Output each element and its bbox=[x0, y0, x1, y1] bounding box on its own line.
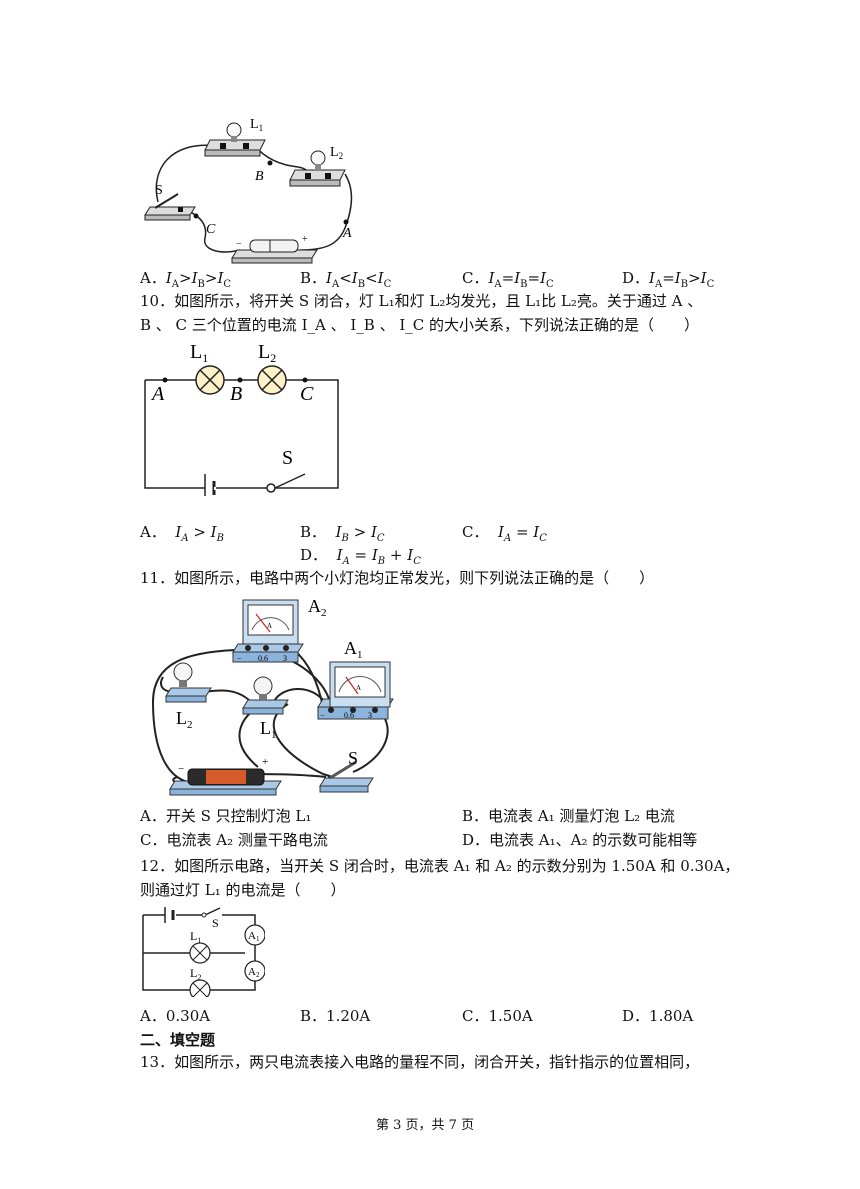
q9-label-s: S bbox=[155, 183, 163, 198]
q11-option-d[interactable]: D．电流表 A₁、A₂ 的示数可能相等 bbox=[462, 831, 698, 849]
q10-option-c[interactable]: C． IA = IC bbox=[462, 523, 547, 544]
q11-label-l2: L2 bbox=[176, 708, 193, 731]
q12-label-l1: L1 bbox=[190, 929, 201, 945]
q10-circuit-figure: L1 L2 A B C S bbox=[144, 341, 339, 496]
q12-label-s: S bbox=[212, 916, 219, 930]
q11-stem-line1: 11．如图所示，电路中两个小灯泡均正常发光，则下列说法正确的是（ ） bbox=[140, 569, 655, 587]
q12-stem-line2: 则通过灯 L₁ 的电流是（ ） bbox=[140, 881, 346, 899]
q9-label-b: B bbox=[255, 169, 264, 184]
q11-option-b[interactable]: B．电流表 A₁ 测量灯泡 L₂ 电流 bbox=[462, 807, 675, 825]
q10-option-b[interactable]: B． IB > IC bbox=[300, 523, 385, 544]
q10-label-c: C bbox=[300, 383, 314, 405]
q10-option-d[interactable]: D． IA = IB + IC bbox=[300, 546, 421, 567]
q11-circuit-figure: A − 0.6 3 A2 A − 0.6 3 A1 L2 L1 − + S bbox=[151, 596, 394, 796]
q11-a1-neg: − bbox=[320, 711, 325, 720]
q12-label-a2: A2 bbox=[248, 966, 260, 979]
q10-label-l1: L1 bbox=[190, 341, 208, 365]
q11-a2-dial-letter: A bbox=[267, 622, 272, 630]
q13-stem-line1: 13．如图所示，两只电流表接入电路的量程不同，闭合开关，指针指示的位置相同， bbox=[140, 1053, 700, 1071]
q11-a2-scale2: 3 bbox=[283, 654, 287, 663]
q10-label-l2: L2 bbox=[258, 341, 276, 365]
q9-option-a[interactable]: A．IA>IB>IC bbox=[140, 269, 232, 290]
q9-label-a: A bbox=[342, 226, 352, 241]
q11-option-c[interactable]: C．电流表 A₂ 测量干路电流 bbox=[140, 831, 328, 849]
q12-label-a1: A1 bbox=[248, 930, 260, 943]
q9-option-d[interactable]: D．IA=IB>IC bbox=[622, 269, 715, 290]
q11-option-a[interactable]: A．开关 S 只控制灯泡 L₁ bbox=[140, 807, 312, 825]
q9-label-l2: L2 bbox=[330, 145, 343, 161]
q12-option-d[interactable]: D．1.80A bbox=[622, 1007, 694, 1025]
q11-label-l1: L1 bbox=[260, 718, 277, 741]
q9-battery-plus: + bbox=[302, 234, 308, 245]
q10-label-a: A bbox=[150, 383, 165, 405]
q11-battery-neg: − bbox=[178, 763, 184, 775]
q12-label-l2: L2 bbox=[190, 966, 201, 982]
q12-stem-line1: 12．如图所示电路，当开关 S 闭合时，电流表 A₁ 和 A₂ 的示数分别为 1… bbox=[140, 857, 740, 875]
q10-label-s: S bbox=[282, 447, 293, 469]
q11-label-s: S bbox=[348, 748, 358, 768]
q12-option-a[interactable]: A．0.30A bbox=[140, 1007, 211, 1025]
q11-a1-scale1: 0.6 bbox=[344, 711, 354, 720]
q9-circuit-figure: L1 L2 S − + B A C bbox=[144, 117, 353, 264]
q10-option-a[interactable]: A． IA > IB bbox=[140, 523, 224, 544]
q12-option-b[interactable]: B．1.20A bbox=[300, 1007, 371, 1025]
q11-label-a2: A2 bbox=[308, 596, 327, 619]
q11-label-a1: A1 bbox=[344, 638, 363, 661]
page-footer: 第 3 页，共 7 页 bbox=[376, 1118, 475, 1133]
q11-a2-scale1: 0.6 bbox=[258, 654, 268, 663]
section-title-fill-in: 二、填空题 bbox=[140, 1031, 216, 1049]
q9-battery-minus: − bbox=[236, 239, 242, 250]
q9-option-c[interactable]: C．IA=IB=IC bbox=[462, 269, 554, 290]
q9-option-b[interactable]: B．IA<IB<IC bbox=[300, 269, 392, 290]
q9-label-c: C bbox=[206, 222, 216, 237]
q11-a1-scale2: 3 bbox=[368, 711, 372, 720]
q11-battery-plus: + bbox=[262, 756, 268, 768]
q11-a1-dial-letter: A bbox=[356, 684, 361, 692]
q12-option-c[interactable]: C．1.50A bbox=[462, 1007, 533, 1025]
q10-stem-line1: 10．如图所示，将开关 S 闭合，灯 L₁和灯 L₂均发光，且 L₁比 L₂亮。… bbox=[140, 292, 703, 310]
q11-a2-neg: − bbox=[237, 654, 242, 663]
q9-label-l1: L1 bbox=[250, 117, 263, 133]
q12-circuit-figure: S L1 L2 A1 A2 bbox=[142, 907, 265, 997]
q10-stem-line2: B 、 C 三个位置的电流 I_A 、 I_B 、 I_C 的大小关系，下列说法… bbox=[140, 316, 700, 334]
q10-label-b: B bbox=[230, 383, 242, 405]
